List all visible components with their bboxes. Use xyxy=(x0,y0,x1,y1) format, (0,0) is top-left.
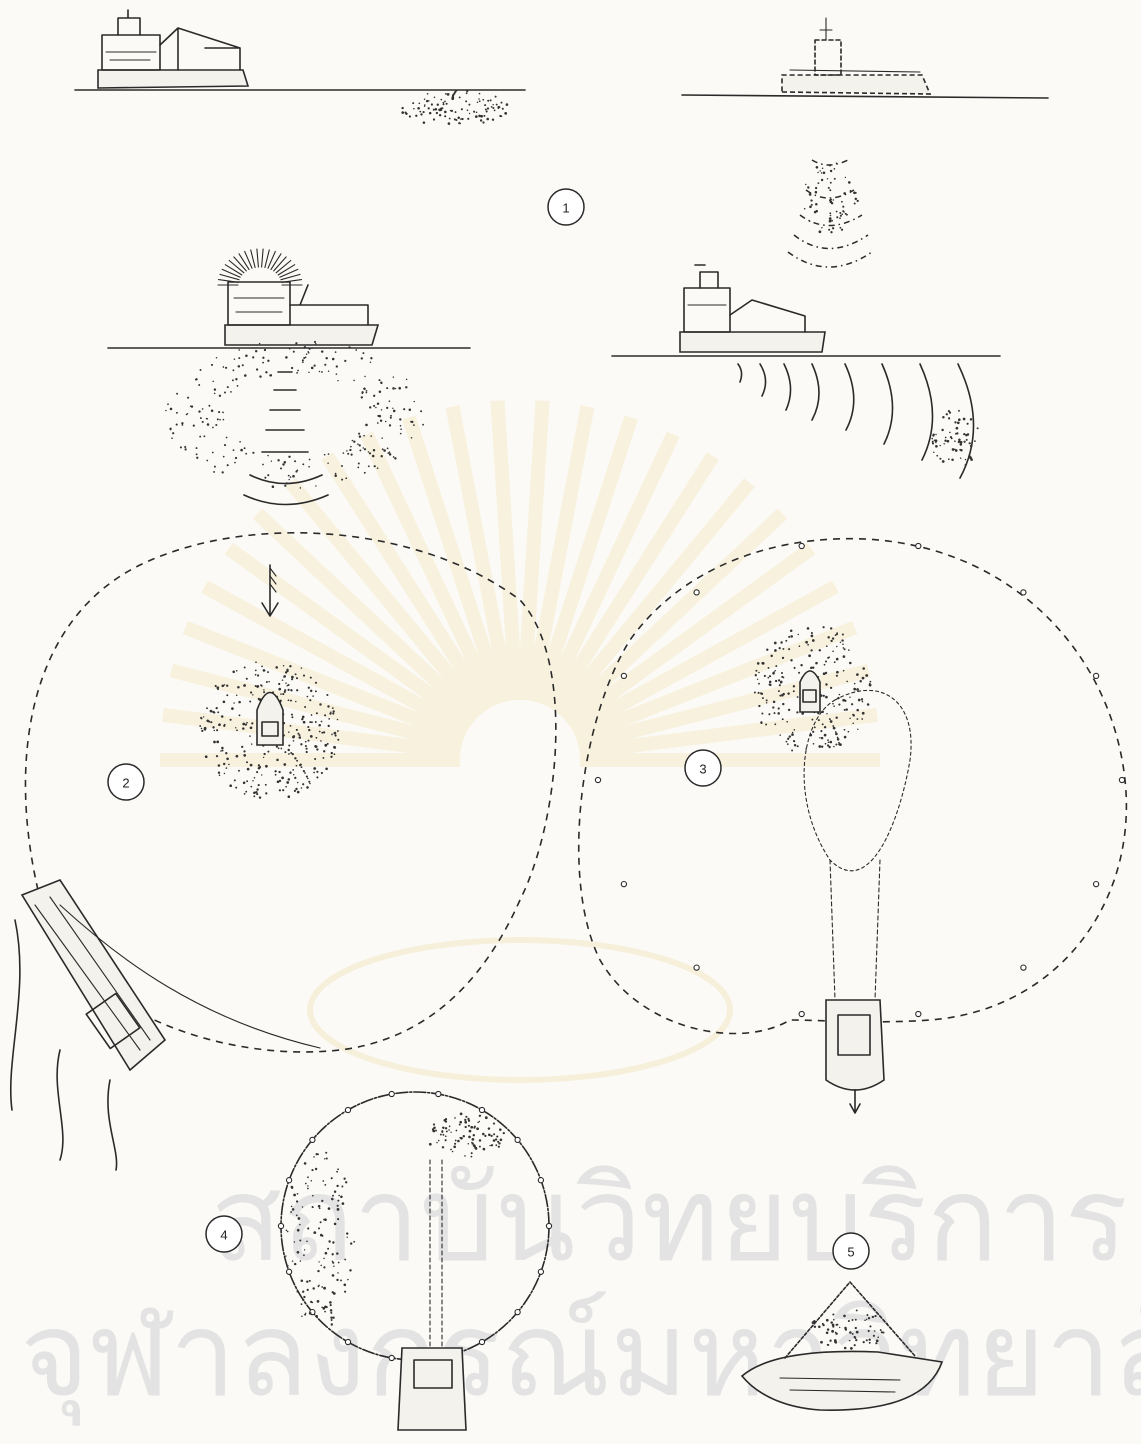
fish-school-top-left xyxy=(401,90,508,125)
net-pocket-step-3 xyxy=(804,690,911,1000)
boat-side-view-top-left xyxy=(75,10,525,90)
light-boat-top-view xyxy=(257,693,283,746)
boat-side-view-top-right xyxy=(682,18,1048,98)
purse-seiner-top-view-step-3 xyxy=(826,1000,884,1113)
sonar-waves-horizontal xyxy=(738,364,974,478)
fish-school-sonar xyxy=(804,162,859,233)
step-3-marker: 3 xyxy=(685,750,721,786)
step-1-marker: 1 xyxy=(548,189,584,225)
watermark-line-2: จุฬาลงกรณ์มหาวิทยาลัย xyxy=(20,1285,1141,1427)
lamp-light-rays xyxy=(218,249,302,285)
step-1-label: 1 xyxy=(562,201,569,216)
light-boat-top-view-step-3 xyxy=(800,671,820,712)
purse-seiner-top-view-step-2 xyxy=(22,880,320,1070)
step-2-label: 2 xyxy=(122,776,129,791)
step-4-label: 4 xyxy=(220,1228,227,1243)
watermark-line-1: สถาบันวิทยบริการ xyxy=(210,1150,1128,1288)
step-1-searching: 1 xyxy=(75,10,1048,505)
boat-horizontal-sonar xyxy=(612,265,1000,356)
light-boat-side-view xyxy=(108,282,470,348)
step-5-label: 5 xyxy=(847,1245,854,1260)
step-2-marker: 2 xyxy=(108,764,144,800)
step-4-marker: 4 xyxy=(206,1216,242,1252)
step-5-marker: 5 xyxy=(833,1233,869,1269)
step-3-label: 3 xyxy=(699,762,706,777)
sonar-waves-under-light xyxy=(244,372,328,505)
fish-school-detected xyxy=(931,410,978,466)
